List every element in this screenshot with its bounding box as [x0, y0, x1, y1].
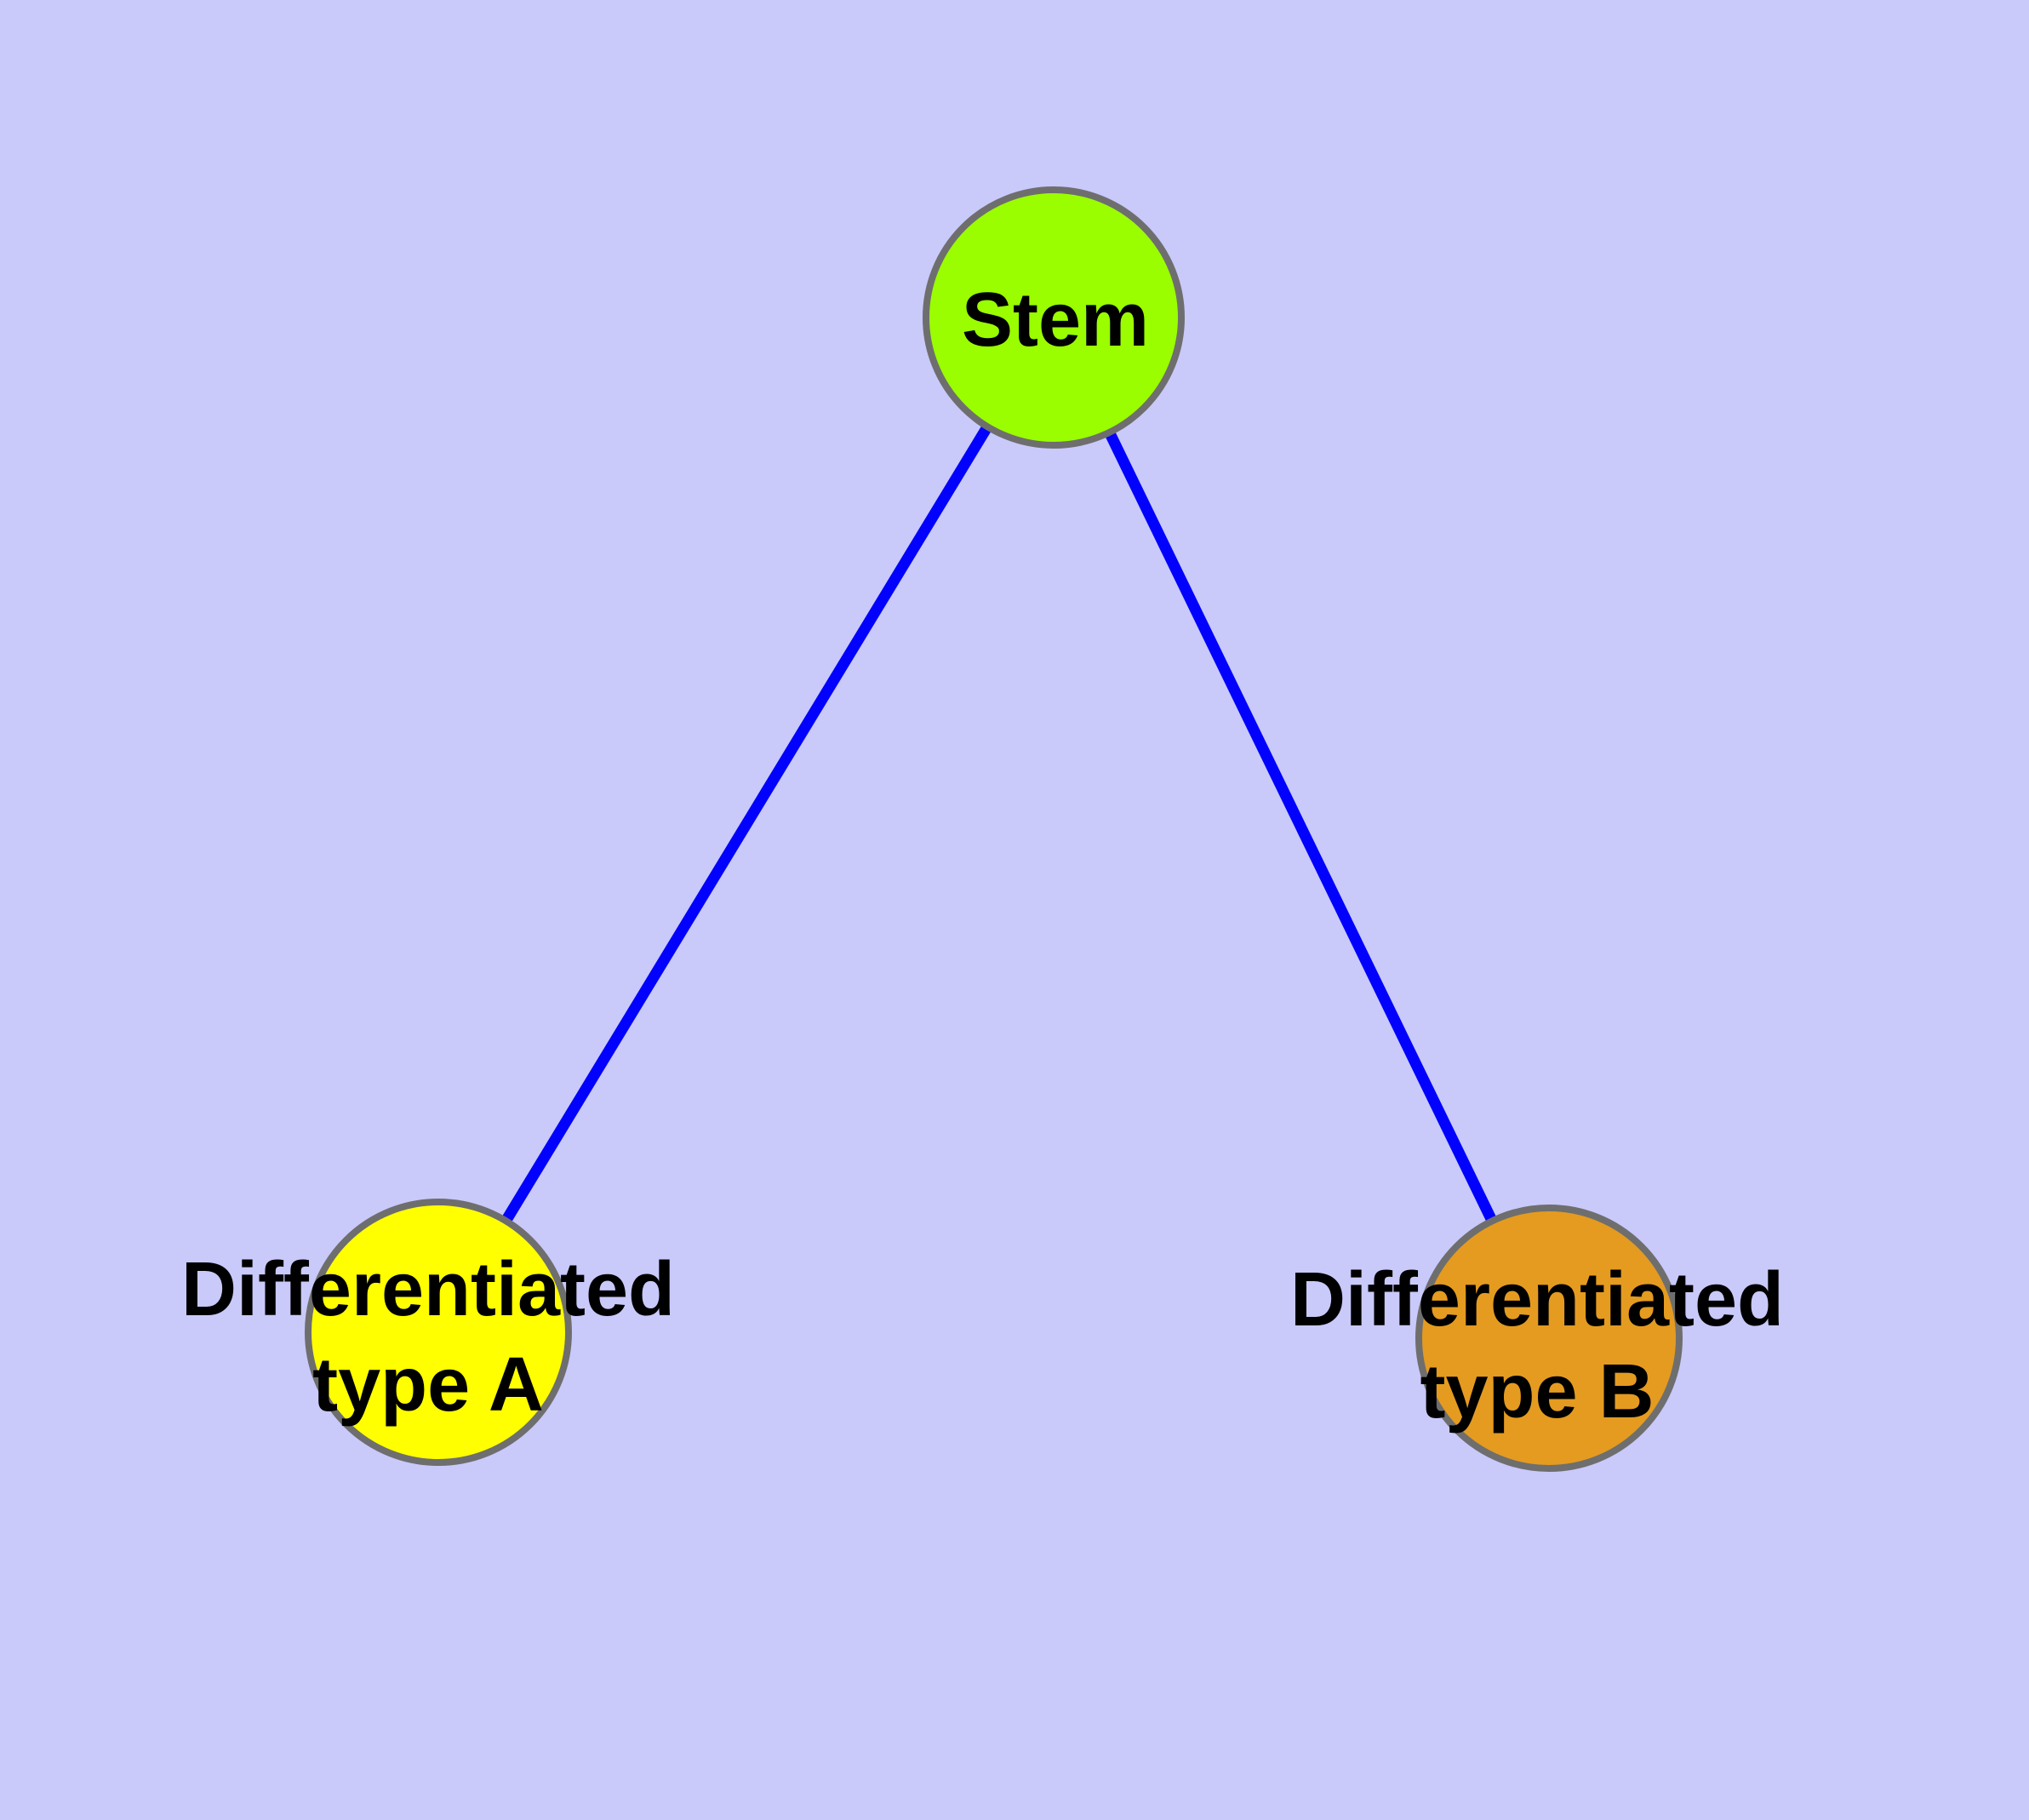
edge-stem-to-type-a [433, 314, 1059, 1336]
node-type-a-label-line2: type A [312, 1342, 544, 1428]
node-differentiated-type-b [1415, 1205, 1683, 1472]
node-stem [923, 186, 1185, 449]
node-type-b-label-line2: type B [1420, 1349, 1654, 1434]
node-stem-label: Stem [962, 278, 1149, 363]
node-type-a-label-line1: Differentiated [181, 1247, 675, 1332]
node-differentiated-type-a [305, 1199, 572, 1466]
node-type-b-label-line1: Differentiated [1290, 1257, 1784, 1342]
edge-stem-to-type-b [1049, 315, 1554, 1341]
